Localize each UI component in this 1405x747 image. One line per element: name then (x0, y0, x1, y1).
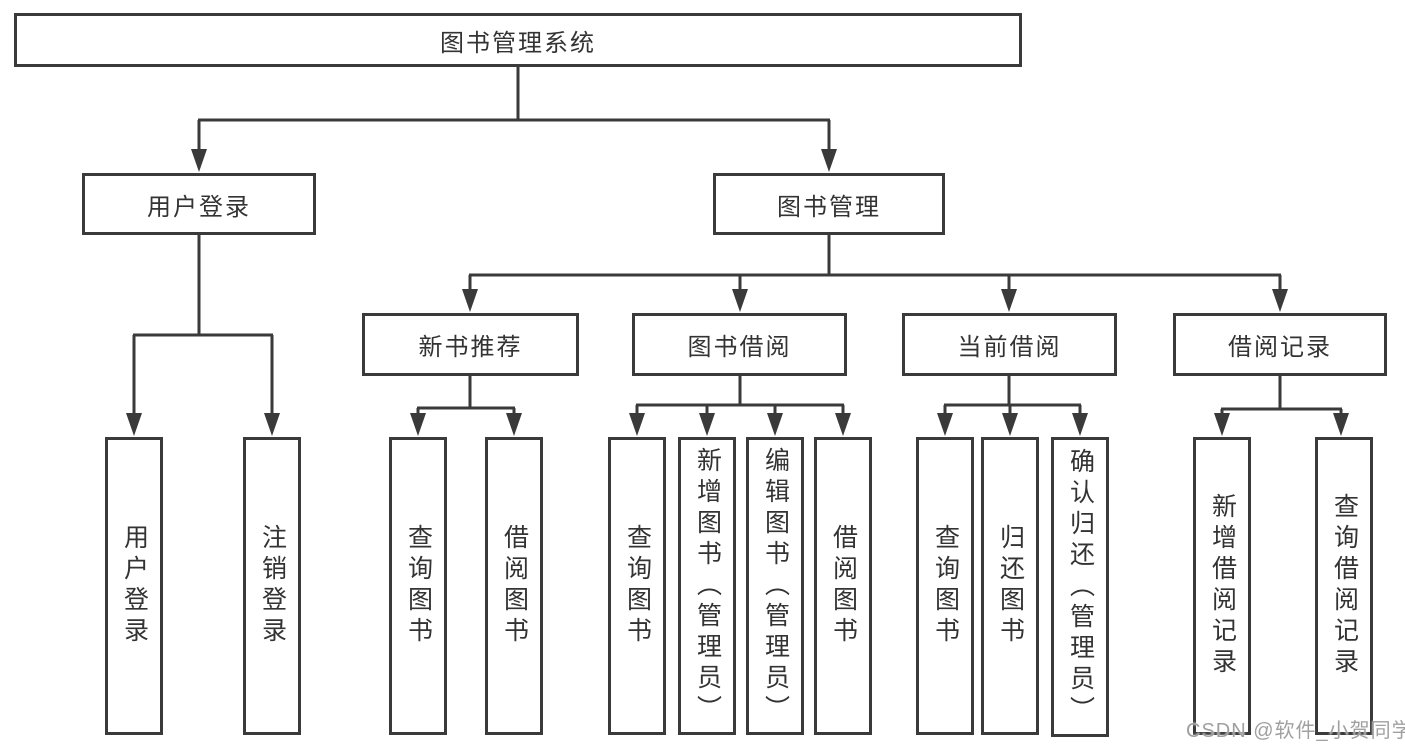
node-label: 图书管理 (777, 193, 881, 221)
node-user-login: 用户登录 (82, 173, 316, 235)
node-book-management: 图书管理 (713, 173, 945, 235)
node-label: 注销登录 (258, 524, 287, 648)
csdn-watermark: CSDN @软件_小贺同学 (1186, 720, 1405, 742)
node-book-borrowing: 图书借阅 (632, 313, 847, 376)
node-label: 用户登录 (147, 193, 251, 221)
leaf-query-books-recommend: 查询图书 (389, 437, 447, 735)
node-borrowing-records: 借阅记录 (1173, 313, 1387, 376)
node-label: 当前借阅 (957, 334, 1062, 361)
node-label: 查询借阅记录 (1330, 493, 1359, 679)
leaf-return-books: 归还图书 (981, 437, 1039, 735)
node-label: 查询图书 (404, 524, 433, 648)
leaf-user-login: 用户登录 (105, 437, 163, 735)
node-new-book-recommend: 新书推荐 (362, 313, 579, 376)
node-label: 新增借阅记录 (1208, 493, 1237, 679)
node-label: 查询图书 (931, 524, 960, 648)
leaf-add-book-admin: 新增图书（管理员） (678, 437, 736, 735)
leaf-logout-login: 注销登录 (243, 437, 301, 735)
node-label: 借阅记录 (1228, 334, 1332, 361)
leaf-confirm-return-admin: 确认归还（管理员） (1051, 437, 1109, 737)
node-label: 借阅图书 (500, 524, 529, 648)
node-label: 确认归还（管理员） (1066, 447, 1095, 727)
node-label: 新增图书（管理员） (693, 446, 722, 726)
node-label: 新书推荐 (418, 334, 523, 361)
node-label: 图书管理系统 (440, 29, 596, 57)
leaf-query-books-current: 查询图书 (916, 437, 974, 735)
arrowheads (126, 149, 1349, 436)
leaf-query-borrow-record: 查询借阅记录 (1315, 437, 1373, 735)
node-label: 编辑图书（管理员） (761, 446, 790, 726)
leaf-borrow-books-borrowing: 借阅图书 (814, 437, 872, 735)
leaf-add-borrow-record: 新增借阅记录 (1193, 437, 1251, 735)
node-label: 归还图书 (996, 524, 1025, 648)
node-label: 图书借阅 (687, 334, 792, 361)
leaf-query-books-borrowing: 查询图书 (608, 437, 666, 735)
leaf-borrow-books-recommend: 借阅图书 (485, 437, 543, 735)
node-label: 查询图书 (623, 524, 652, 648)
node-label: 借阅图书 (829, 524, 858, 648)
node-library-management-system: 图书管理系统 (14, 13, 1022, 67)
node-label: 用户登录 (120, 524, 149, 648)
leaf-edit-book-admin: 编辑图书（管理员） (746, 437, 804, 735)
node-current-borrowing: 当前借阅 (902, 313, 1117, 376)
